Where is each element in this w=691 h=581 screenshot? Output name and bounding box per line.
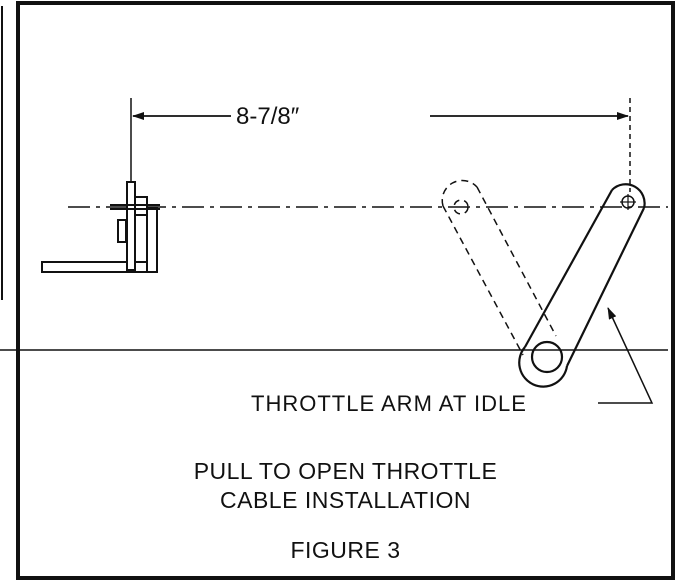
throttle-arm-open-position [441, 179, 557, 356]
caption-line-2: CABLE INSTALLATION [220, 487, 471, 513]
caption-line-1: PULL TO OPEN THROTTLE [193, 458, 498, 484]
dimension-label: 8-7/8″ [236, 103, 300, 130]
figure-border [16, 1, 675, 580]
figure-label: FIGURE 3 [290, 537, 401, 563]
callout-leader [598, 307, 654, 404]
throttle-arm-idle [518, 183, 646, 388]
throttle-arm-label: THROTTLE ARM AT IDLE [251, 391, 527, 416]
cable-bracket [41, 181, 160, 273]
